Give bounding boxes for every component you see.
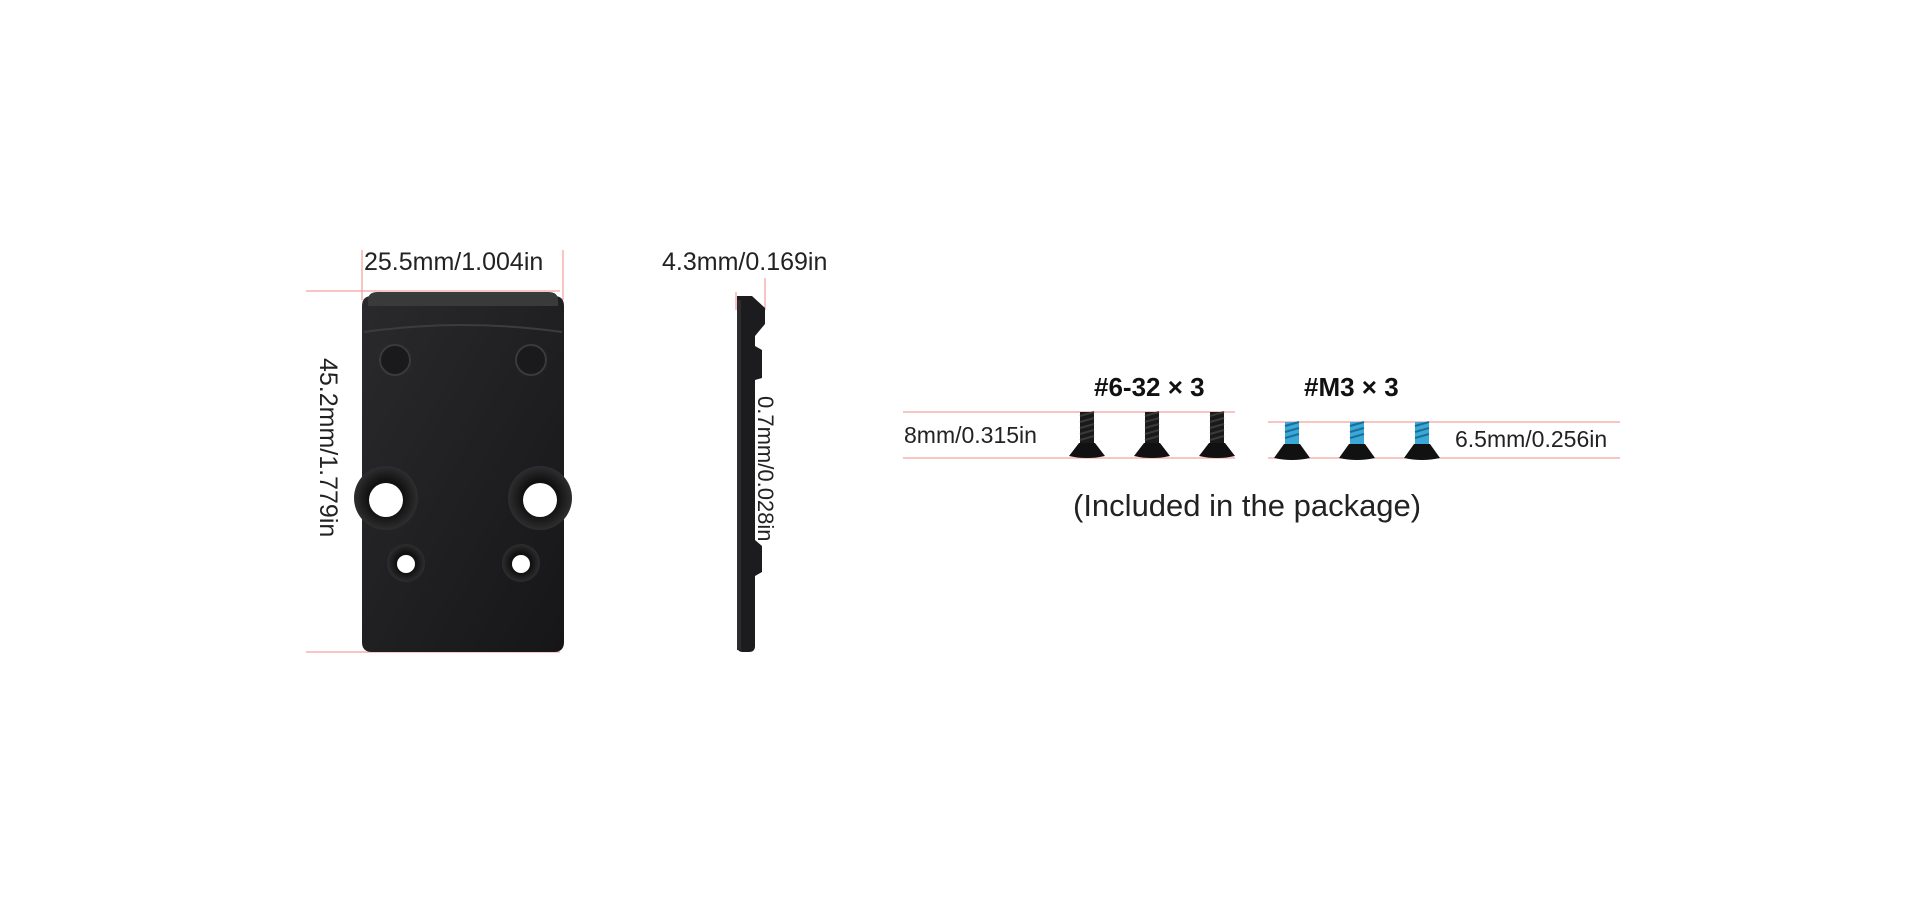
screw-b3-icon	[1404, 421, 1440, 460]
hole-right	[523, 483, 557, 517]
screw-set-b-title: #M3 × 3	[1304, 372, 1399, 402]
side-edge-highlight	[737, 300, 741, 650]
small-hole-right	[512, 555, 530, 573]
plate-thickness-label: 4.3mm/0.169in	[662, 248, 828, 276]
plate-top-curve	[363, 324, 563, 333]
screw-b1-icon	[1274, 421, 1310, 460]
plate-top-bevel	[368, 292, 558, 306]
plate-side-view	[737, 296, 765, 652]
side-profile	[737, 296, 765, 652]
plate-height-label: 45.2mm/1.779in	[314, 358, 342, 538]
small-hole-left	[397, 555, 415, 573]
screw-set-a-title: #6-32 × 3	[1094, 372, 1205, 402]
plate-front-view	[354, 292, 572, 652]
screw-a1-icon	[1069, 411, 1105, 458]
hole-left	[369, 483, 403, 517]
package-caption: (Included in the package)	[1073, 488, 1422, 523]
plate-width-label: 25.5mm/1.004in	[364, 248, 544, 276]
locating-pin-right	[515, 344, 547, 376]
screw-b2-icon	[1339, 421, 1375, 460]
locating-pin-left	[379, 344, 411, 376]
screw-set-b	[1274, 421, 1440, 460]
screw-a3-icon	[1199, 411, 1235, 458]
screw-set-a	[1069, 411, 1235, 458]
screw-b-length-label: 6.5mm/0.256in	[1455, 426, 1608, 452]
screw-a-length-label: 8mm/0.315in	[904, 422, 1037, 448]
screw-a2-icon	[1134, 411, 1170, 458]
recess-depth-label: 0.7mm/0.028in	[753, 396, 778, 542]
